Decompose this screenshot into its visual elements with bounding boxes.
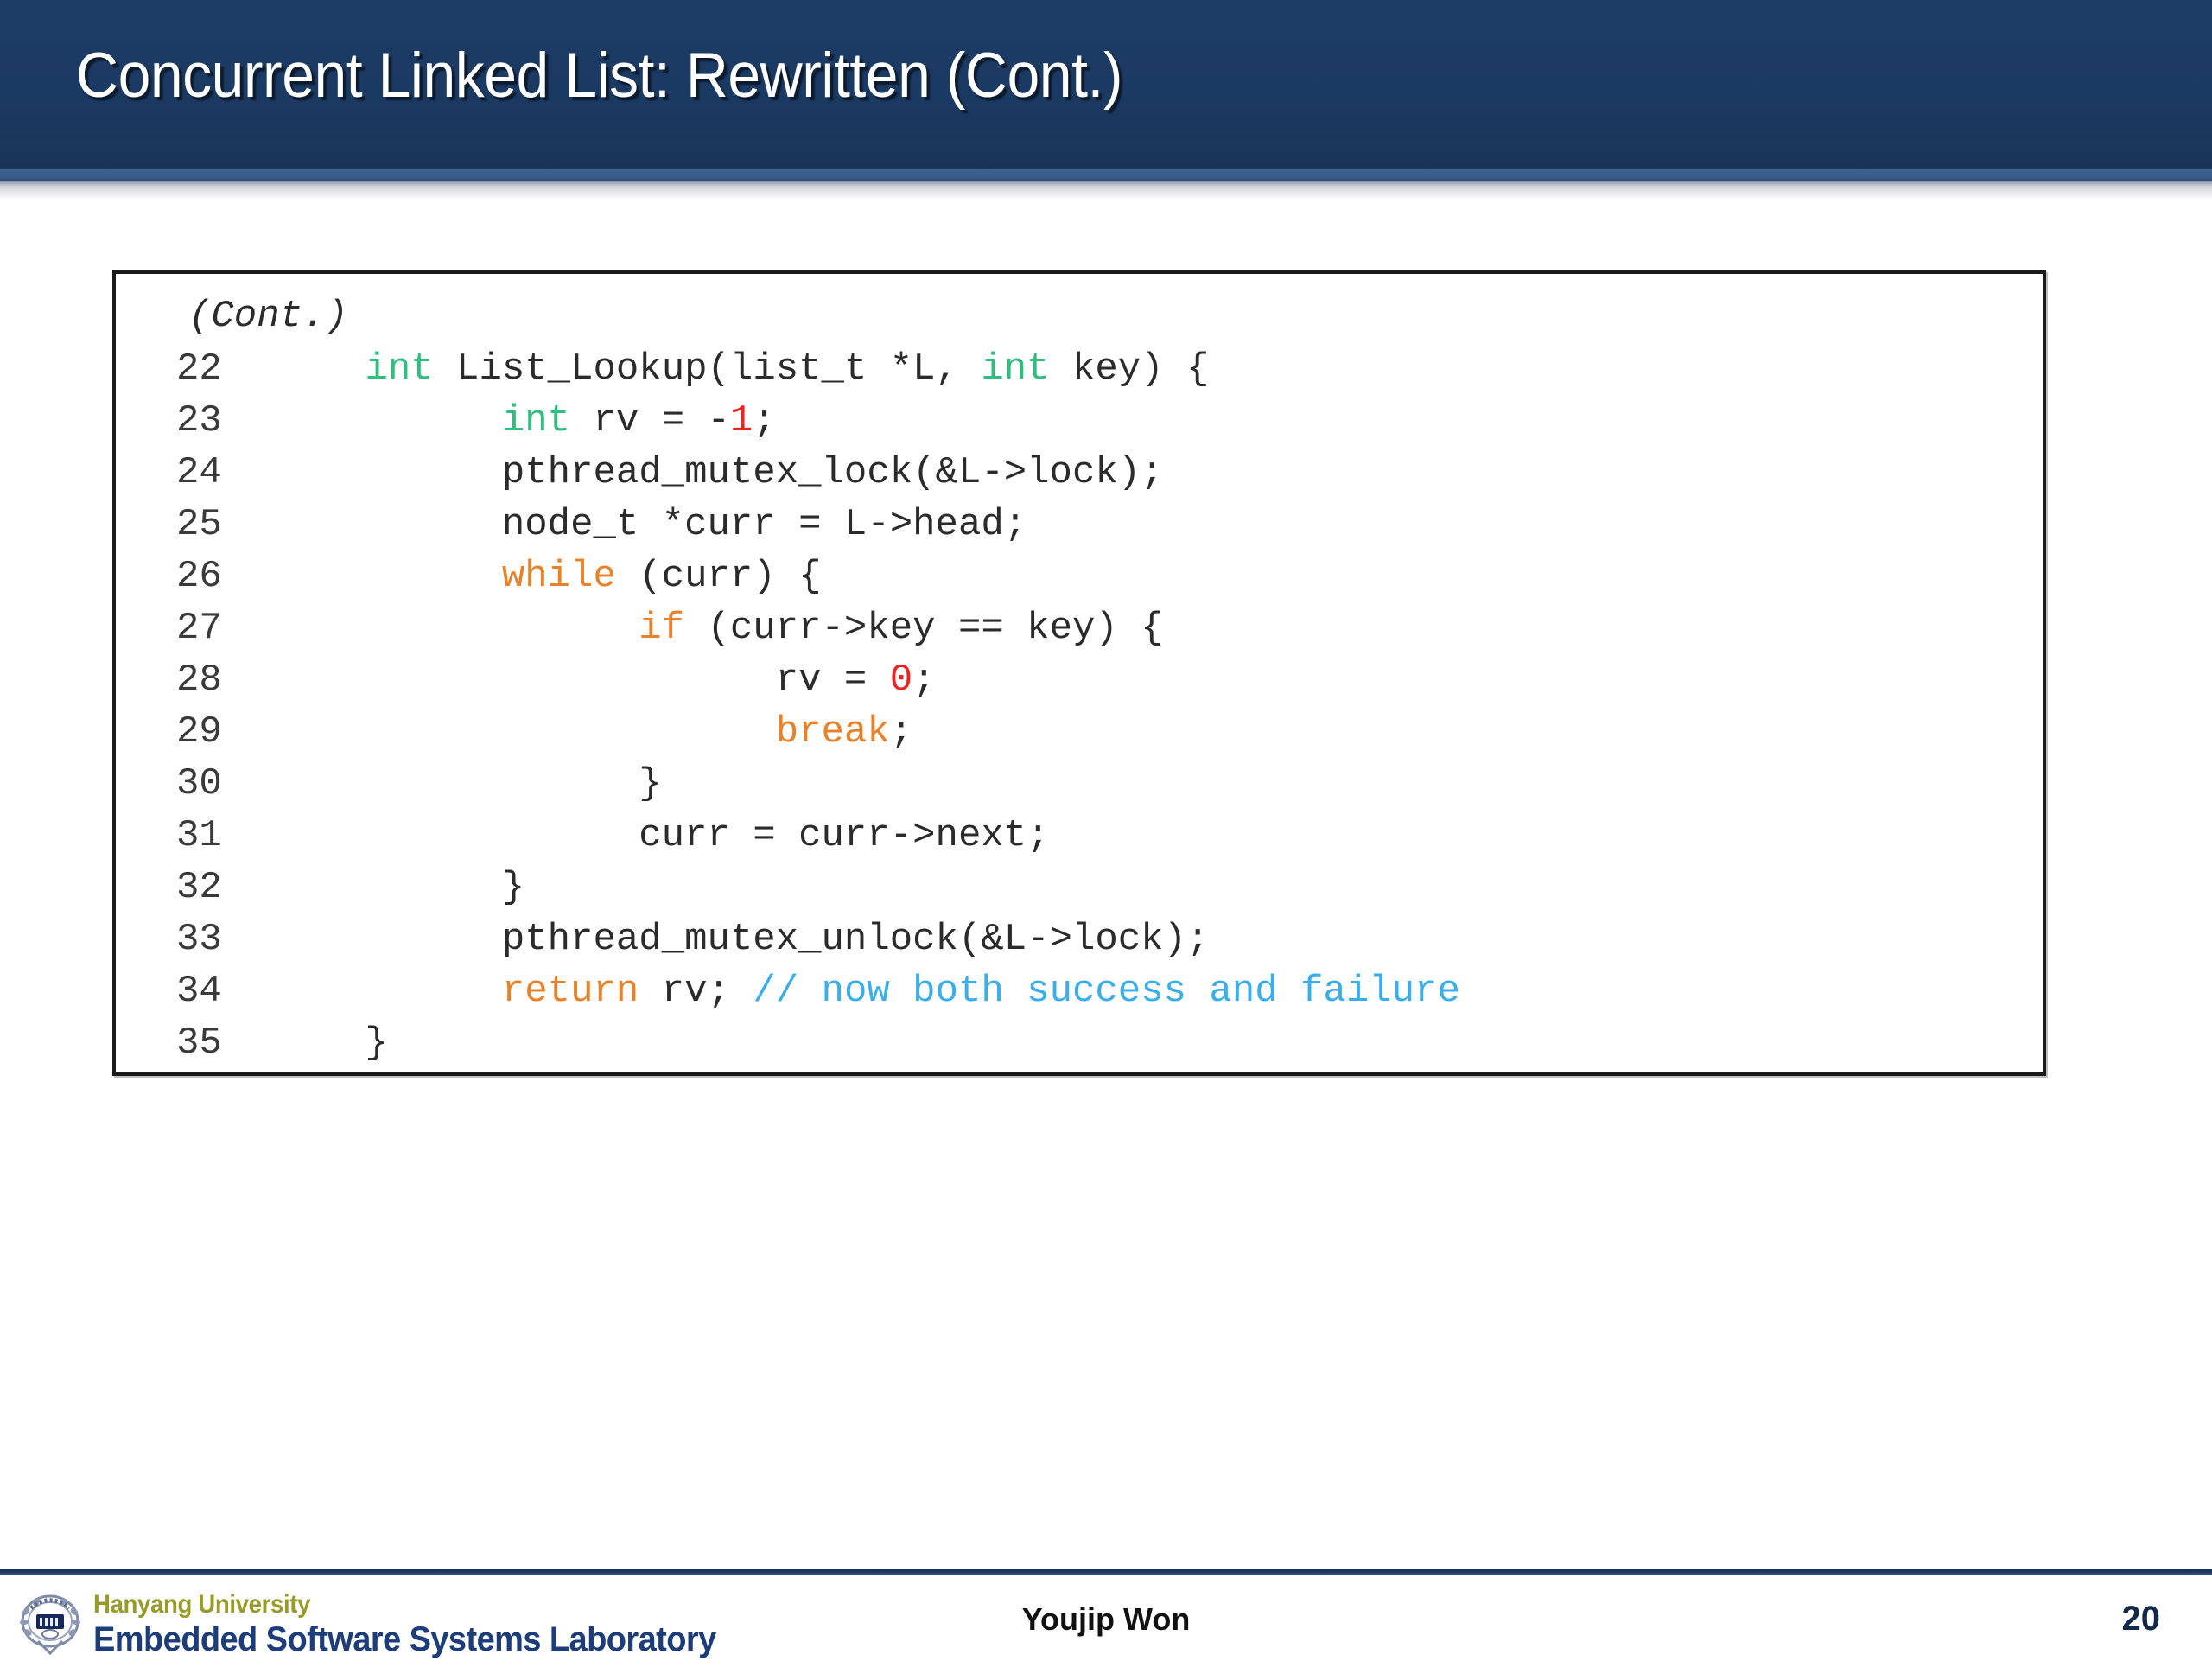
code-token-pln: } (228, 1021, 388, 1065)
code-token-pln: pthread_mutex_lock(&L->lock); (228, 451, 1164, 494)
footer-university-name: Hanyang University (93, 1590, 311, 1619)
code-token-pln (228, 710, 776, 754)
slide-header-accent-stripe (0, 169, 2212, 181)
code-line: 31 curr = curr->next; (116, 810, 2043, 862)
code-line: 28 rv = 0; (116, 654, 2043, 706)
footer-lab-name: Embedded Software Systems Laboratory (93, 1620, 716, 1658)
code-token-kw: int (981, 347, 1050, 391)
code-line: 27 if (curr->key == key) { (116, 602, 2043, 654)
footer-divider (0, 1569, 2212, 1575)
code-line: 35 } (116, 1017, 2043, 1069)
code-line-number: 22 (176, 347, 222, 391)
code-token-pln: node_t *curr = L->head; (228, 503, 1027, 546)
code-line: 34 return rv; // now both success and fa… (116, 965, 2043, 1017)
code-token-pln: rv = - (570, 399, 730, 442)
slide-header-shadow (0, 181, 2212, 200)
code-line-number: 31 (176, 814, 222, 857)
code-token-pln: rv = (228, 659, 890, 702)
code-token-pln: curr = curr->next; (228, 814, 1050, 857)
code-token-pln: (curr) { (615, 555, 822, 598)
code-token-num: 0 (889, 659, 913, 702)
hanyang-university-crest-icon (14, 1593, 86, 1657)
code-token-pln: } (228, 866, 525, 909)
code-line: 24 pthread_mutex_lock(&L->lock); (116, 447, 2043, 499)
code-line-number: 34 (176, 970, 222, 1013)
code-token-kw: int (501, 399, 571, 442)
footer-page-number: 20 (2121, 1600, 2161, 1638)
code-token-pln (228, 970, 502, 1013)
code-listing-box: (Cont.) 22 int List_Lookup(list_t *L, in… (112, 270, 2046, 1076)
code-token-ctl: break (775, 710, 890, 754)
code-token-pln: ; (753, 399, 776, 442)
code-token-pln: ; (912, 659, 936, 702)
code-line: 25 node_t *curr = L->head; (116, 499, 2043, 550)
code-token-kw: int (365, 347, 434, 391)
footer-lab-identity: Hanyang University Embedded Software Sys… (93, 1590, 749, 1659)
code-token-ctl: if (639, 607, 685, 650)
code-listing-body: (Cont.) 22 int List_Lookup(list_t *L, in… (116, 274, 2043, 1069)
code-continuation-label: (Cont.) (188, 295, 348, 338)
code-line-number: 30 (176, 762, 222, 805)
code-line: 26 while (curr) { (116, 550, 2043, 602)
code-token-pln: } (228, 762, 662, 805)
code-token-pln (228, 399, 502, 442)
code-line-number: 24 (176, 451, 222, 494)
code-line: 32 } (116, 862, 2043, 913)
code-line-number: 32 (176, 866, 222, 909)
code-line-number: 23 (176, 399, 222, 442)
code-token-pln: rv; (639, 970, 753, 1013)
code-token-pln: (curr->key == key) { (684, 607, 1164, 650)
code-lines-container: 22 int List_Lookup(list_t *L, int key) {… (116, 343, 2043, 1069)
code-line-number: 26 (176, 555, 222, 598)
code-line: 23 int rv = -1; (116, 395, 2043, 447)
code-line-number: 29 (176, 710, 222, 754)
code-token-pln: List_Lookup(list_t *L, (433, 347, 982, 391)
code-line: 30 } (116, 758, 2043, 810)
code-line-number: 28 (176, 659, 222, 702)
slide-header-band (0, 0, 2212, 169)
code-line: 22 int List_Lookup(list_t *L, int key) { (116, 343, 2043, 395)
code-line-number: 33 (176, 918, 222, 961)
code-token-pln: key) { (1049, 347, 1210, 391)
code-token-pln (228, 347, 365, 391)
code-line-number: 35 (176, 1021, 222, 1065)
code-token-pln (228, 607, 639, 650)
code-line: 33 pthread_mutex_unlock(&L->lock); (116, 913, 2043, 965)
code-token-ctl: while (501, 555, 616, 598)
code-line-number: 25 (176, 503, 222, 546)
code-token-pln: ; (889, 710, 913, 754)
slide-footer: Hanyang University Embedded Software Sys… (0, 1575, 2212, 1659)
code-token-num: 1 (729, 399, 753, 442)
page-title: Concurrent Linked List: Rewritten (Cont.… (76, 41, 1123, 111)
code-token-pln: pthread_mutex_unlock(&L->lock); (228, 918, 1210, 961)
code-line-number: 27 (176, 607, 222, 650)
code-token-ctl: return (501, 970, 639, 1013)
code-token-cmt: // now both success and failure (753, 970, 1460, 1013)
code-line: 29 break; (116, 706, 2043, 758)
code-token-pln (228, 555, 502, 598)
footer-presenter-name: Youjip Won (1021, 1601, 1191, 1637)
